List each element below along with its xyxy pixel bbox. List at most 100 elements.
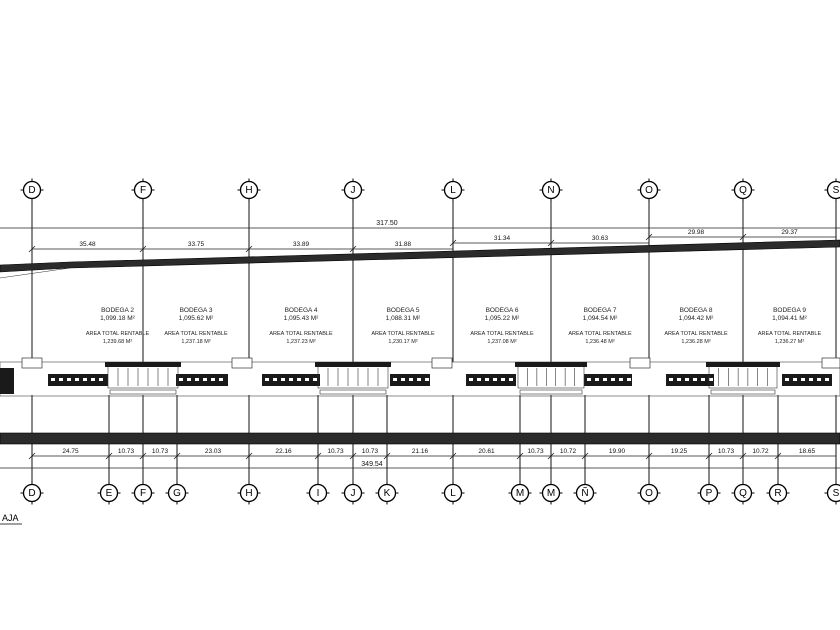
dim-bottom-8: 20.61 xyxy=(478,448,495,455)
bodega-name-5: BODEGA 7 xyxy=(584,307,617,314)
level-label: AJA xyxy=(2,513,19,523)
dim-bottom-7: 21.16 xyxy=(412,448,429,455)
dock-door-7-2 xyxy=(801,378,805,381)
dock-door-6-4 xyxy=(701,378,705,381)
bodega-area-0: 1,099.18 M² xyxy=(100,315,136,322)
dim-tick-bottom-5 xyxy=(314,452,322,460)
dock-door-2-4 xyxy=(297,378,301,381)
dock-door-1-5 xyxy=(219,378,223,381)
bodega-rent-area-4: 1,237.08 M² xyxy=(487,339,517,345)
grid-bubble-bottom-14-circle xyxy=(733,483,753,503)
bodega-name-1: BODEGA 3 xyxy=(180,307,213,314)
grid-bubble-bottom-1-label: E xyxy=(106,488,113,499)
dock-block-1 xyxy=(176,374,228,386)
dim-bottom-1: 10.73 xyxy=(118,448,135,455)
grid-bubble-top-8-circle xyxy=(826,180,840,200)
dock-door-5-2 xyxy=(603,378,607,381)
grid-bubble-top-1-label: F xyxy=(140,185,146,196)
office-canopy-0 xyxy=(105,362,181,367)
bodega-name-6: BODEGA 8 xyxy=(680,307,713,314)
dim-bottom-12: 19.25 xyxy=(671,448,688,455)
grid-bubble-top-6: O xyxy=(637,178,661,202)
grid-bubble-bottom-16: S xyxy=(824,481,840,505)
dim-tick-top-1 xyxy=(139,245,147,253)
grid-bubble-bottom-5-circle xyxy=(308,483,328,503)
front-block-left xyxy=(0,368,14,394)
dock-door-1-4 xyxy=(211,378,215,381)
dock-door-4-1 xyxy=(477,378,481,381)
grid-bubble-bottom-16-circle xyxy=(826,483,840,503)
dock-door-4-4 xyxy=(501,378,505,381)
dock-door-6-5 xyxy=(709,378,713,381)
dim-top-7: 29.37 xyxy=(781,229,798,236)
dock-door-7-4 xyxy=(817,378,821,381)
grid-bubble-bottom-13-label: P xyxy=(706,488,713,499)
grid-bubble-bottom-14: Q xyxy=(731,481,755,505)
dock-door-7-5 xyxy=(825,378,829,381)
grid-bubble-bottom-16-label: S xyxy=(833,488,840,499)
dim-bottom-15: 18.65 xyxy=(799,448,816,455)
dock-block-6 xyxy=(666,374,714,386)
dim-tick-top-2 xyxy=(245,245,253,253)
grid-bubble-bottom-5-label: I xyxy=(317,488,320,499)
bodega-area-5: 1,094.54 M² xyxy=(583,315,619,322)
grid-bubble-top-1-circle xyxy=(133,180,153,200)
office-label-strip-3 xyxy=(710,389,776,395)
dock-door-6-1 xyxy=(677,378,681,381)
dock-door-2-2 xyxy=(281,378,285,381)
dock-door-2-1 xyxy=(273,378,277,381)
office-block-1 xyxy=(317,365,389,389)
dim-top-0: 35.48 xyxy=(79,241,96,248)
grid-bubble-bottom-5: I xyxy=(306,481,330,505)
dock-door-4-0 xyxy=(469,378,473,381)
office-label-strip-0 xyxy=(109,389,177,395)
bodega-rent-area-3: 1,230.17 M² xyxy=(388,339,418,345)
dim-tick-bottom-7 xyxy=(383,452,391,460)
bodega-area-2: 1,095.43 M² xyxy=(284,315,320,322)
dim-tick-bottom-14 xyxy=(739,452,747,460)
grid-bubble-top-2: H xyxy=(237,178,261,202)
dim-tick-bottom-13 xyxy=(705,452,713,460)
dim-bottom-9: 10.73 xyxy=(527,448,544,455)
dock-door-0-6 xyxy=(99,378,103,381)
grid-bubble-top-1: F xyxy=(131,178,155,202)
grid-bubble-bottom-6-label: J xyxy=(351,488,356,499)
bodega-area-3: 1,088.31 M² xyxy=(386,315,422,322)
dock-door-5-1 xyxy=(595,378,599,381)
grid-bubble-bottom-15-circle xyxy=(768,483,788,503)
bodega-rent-label-5: AREA TOTAL RENTABLE xyxy=(568,331,632,337)
dock-door-6-0 xyxy=(669,378,673,381)
dim-bottom-11: 19.90 xyxy=(609,448,626,455)
grid-bubble-bottom-1: E xyxy=(97,481,121,505)
grid-bubble-top-2-circle xyxy=(239,180,259,200)
column-cap-3 xyxy=(629,357,651,369)
platform-band xyxy=(0,432,840,445)
dock-door-4-3 xyxy=(493,378,497,381)
grid-bubble-top-7-circle xyxy=(733,180,753,200)
bodega-rent-label-0: AREA TOTAL RENTABLE xyxy=(86,331,150,337)
dim-tick-bottom-11 xyxy=(581,452,589,460)
grid-bubble-bottom-0-circle xyxy=(22,483,42,503)
dock-door-7-3 xyxy=(809,378,813,381)
dim-tick-bottom-4 xyxy=(245,452,253,460)
dim-bottom-4: 22.16 xyxy=(275,448,292,455)
grid-bubble-bottom-7: K xyxy=(375,481,399,505)
dock-block-5 xyxy=(584,374,632,386)
grid-bubble-bottom-10-circle xyxy=(541,483,561,503)
dim-tick-bottom-3 xyxy=(173,452,181,460)
dock-door-5-4 xyxy=(619,378,623,381)
grid-bubble-bottom-12-circle xyxy=(639,483,659,503)
bodega-rent-area-1: 1,237.18 M² xyxy=(181,339,211,345)
grid-bubble-top-7: Q xyxy=(731,178,755,202)
bodega-rent-label-2: AREA TOTAL RENTABLE xyxy=(269,331,333,337)
total-dim-bottom: 349.54 xyxy=(361,461,383,468)
dim-tick-top-5 xyxy=(547,239,555,247)
office-canopy-1 xyxy=(315,362,391,367)
grid-bubble-bottom-15: R xyxy=(766,481,790,505)
dock-door-6-2 xyxy=(685,378,689,381)
dim-tick-bottom-1 xyxy=(105,452,113,460)
bodega-rent-label-6: AREA TOTAL RENTABLE xyxy=(664,331,728,337)
dock-door-4-2 xyxy=(485,378,489,381)
grid-bubble-top-3-circle xyxy=(343,180,363,200)
